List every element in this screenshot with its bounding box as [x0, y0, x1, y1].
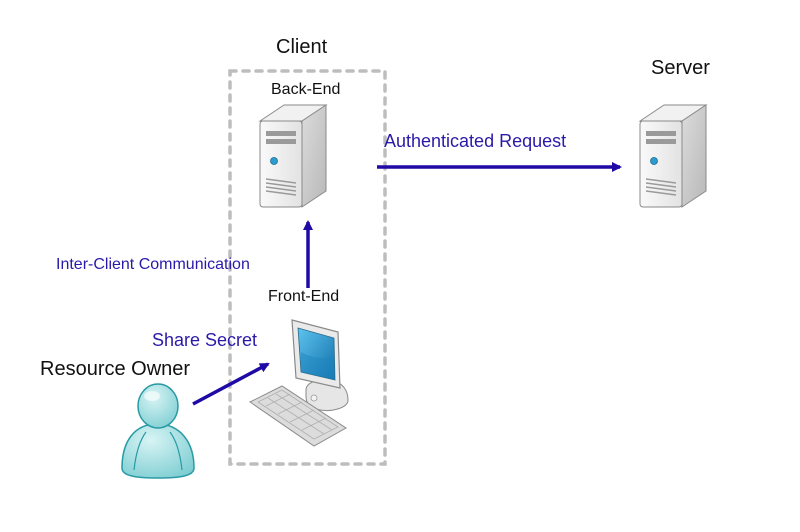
resource-owner-label: Resource Owner: [40, 358, 191, 380]
resource-owner-person-icon[interactable]: [121, 383, 195, 479]
server-label: Server: [651, 57, 710, 79]
authenticated-request-label: Authenticated Request: [384, 131, 567, 151]
client-group-label: Client: [276, 36, 328, 58]
inter-client-communication-label: Inter-Client Communication: [56, 256, 250, 273]
back-end-server-icon[interactable]: [259, 104, 327, 208]
share-secret-arrow: [192, 362, 270, 406]
client-group-border: [228, 69, 387, 466]
server-icon[interactable]: [639, 104, 707, 208]
share-secret-label: Share Secret: [152, 330, 258, 350]
front-end-label: Front-End: [268, 288, 340, 305]
front-end-computer-icon[interactable]: [249, 319, 349, 447]
back-end-label: Back-End: [271, 81, 341, 98]
